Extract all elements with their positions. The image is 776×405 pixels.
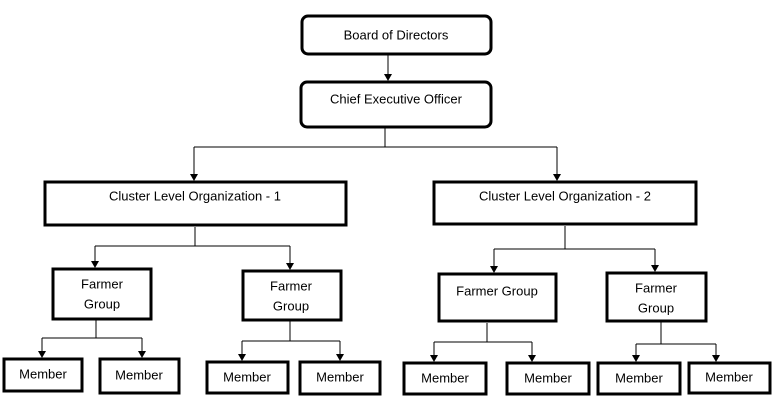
farmer-group-1-node: Farmer Group [51,267,153,321]
farmer-group-2-line1: Farmer [270,278,313,293]
member-label: Member [316,369,364,384]
member-node: Member [505,361,591,396]
farmer-group-1-line2: Group [84,296,120,311]
cluster-2-node: Cluster Level Organization - 2 [432,180,698,226]
farmer-group-2-node: Farmer Group [241,269,343,322]
member-label: Member [705,369,753,384]
member-node: Member [298,360,382,396]
member-node: Member [402,361,488,396]
connectors [38,55,720,362]
farmer-group-4-node: Farmer Group [605,271,708,323]
cluster-1-label: Cluster Level Organization - 1 [109,188,281,203]
farmer-group-2-line2: Group [273,298,309,313]
farmer-group-3-line1: Farmer Group [456,283,538,298]
member-node: Member [596,361,682,396]
ceo-label: Chief Executive Officer [330,91,463,106]
cluster-2-label: Cluster Level Organization - 2 [479,188,651,203]
farmer-group-3-node: Farmer Group [437,272,558,323]
cluster-1-node: Cluster Level Organization - 1 [43,180,348,227]
member-label: Member [115,367,163,382]
board-of-directors-node: Board of Directors [300,14,493,56]
farmer-group-4-line2: Group [638,300,674,315]
member-node: Member [205,360,290,395]
member-label: Member [223,369,271,384]
member-label: Member [615,370,663,385]
member-label: Member [524,370,572,385]
board-label: Board of Directors [344,27,449,42]
member-label: Member [19,366,67,381]
ceo-node: Chief Executive Officer [299,80,493,129]
farmer-group-1-line1: Farmer [81,276,124,291]
member-node: Member [98,357,181,395]
member-label: Member [421,370,469,385]
member-node: Member [687,361,772,395]
member-node: Member [2,357,84,393]
farmer-group-4-line1: Farmer [635,280,678,295]
